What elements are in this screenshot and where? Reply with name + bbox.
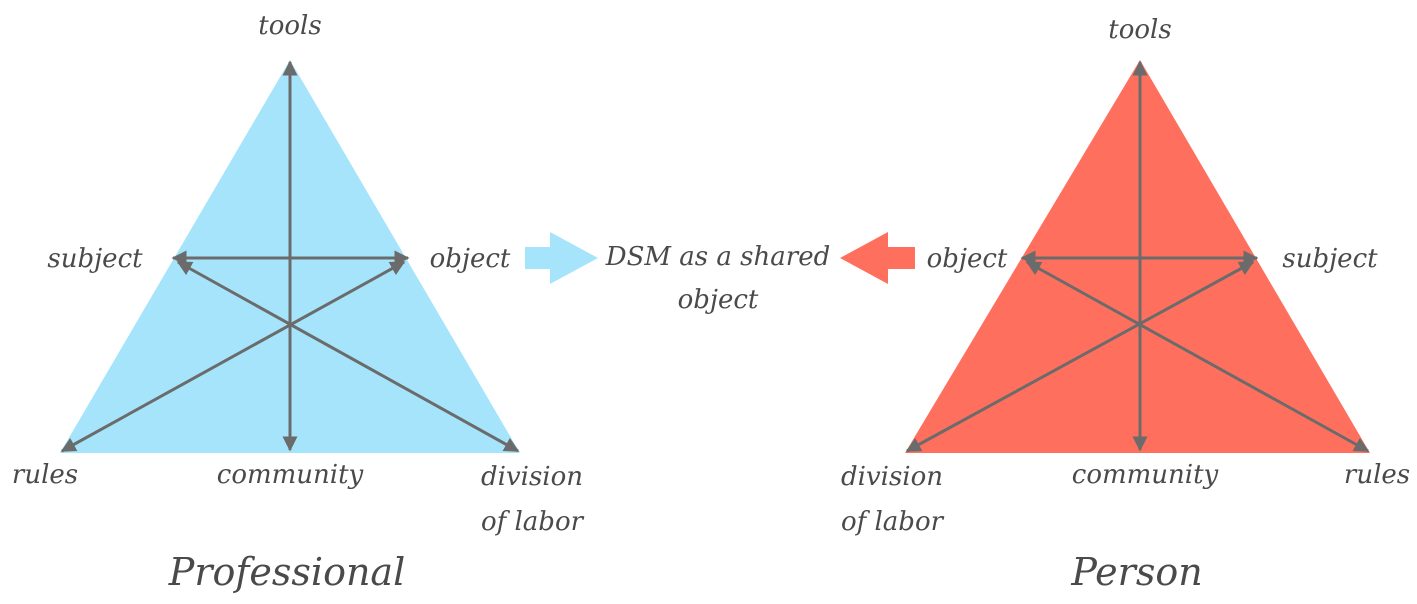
person-tools-label: tools <box>1108 15 1171 45</box>
person-object-label: object <box>927 244 1008 274</box>
professional-rules-label: rules <box>12 460 78 490</box>
professional-object-label: object <box>430 244 511 274</box>
person-rules-label: rules <box>1344 460 1410 490</box>
shared-object-label-line1: DSM as a shared <box>605 242 830 272</box>
shared-object: DSM as a shared object <box>525 232 915 315</box>
person-arrow-subject-division <box>905 260 1255 453</box>
professional-division-label-line2: of labor <box>481 507 585 537</box>
arrow-right-icon <box>525 232 598 284</box>
professional-caption: Professional <box>168 550 405 594</box>
person-community-label: community <box>1072 460 1219 490</box>
professional-activity-system: tools subject object rules community div… <box>12 11 585 594</box>
professional-community-label: community <box>217 460 364 490</box>
professional-tools-label: tools <box>258 11 321 41</box>
shared-object-label-line2: object <box>678 285 759 315</box>
person-subject-label: subject <box>1282 244 1378 274</box>
person-division-label-line1: division <box>841 462 943 492</box>
person-division-label-line2: of labor <box>841 507 945 537</box>
professional-division-label-line1: division <box>481 462 583 492</box>
person-caption: Person <box>1070 550 1202 594</box>
professional-subject-label: subject <box>47 244 143 274</box>
arrow-left-icon <box>840 232 915 284</box>
person-activity-system: tools object subject division of labor c… <box>841 15 1410 594</box>
professional-arrow-object-rules <box>60 260 406 453</box>
